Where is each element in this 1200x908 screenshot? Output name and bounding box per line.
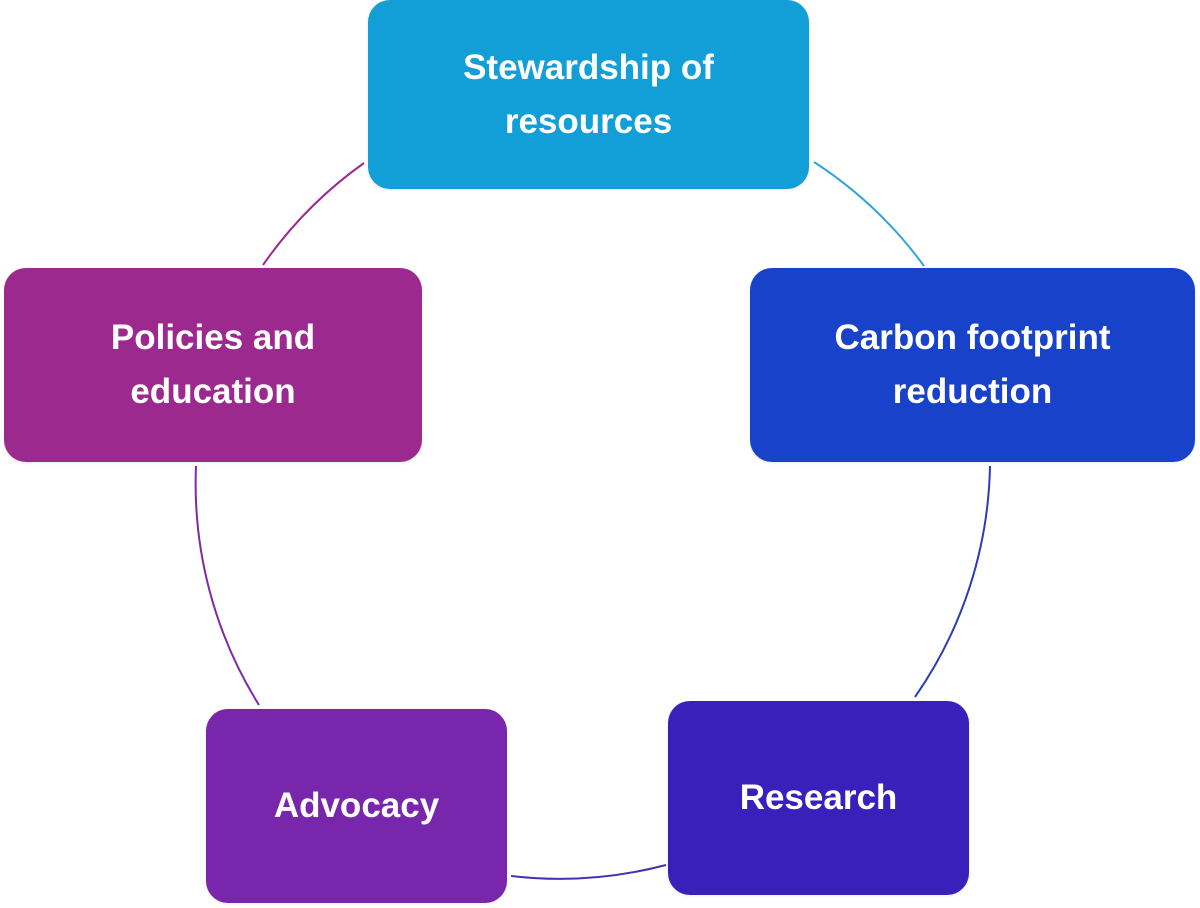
node-policies-and-education: Policies and education [4, 268, 422, 462]
node-carbon-footprint-reduction: Carbon footprint reduction [750, 268, 1195, 462]
node-label-line: Advocacy [273, 786, 440, 825]
node-label: Stewardship of resources [463, 41, 714, 149]
connector-stewardship-carbon [813, 161, 925, 267]
node-label: Advocacy [274, 779, 439, 833]
node-label-line: Carbon footprint [834, 318, 1111, 357]
node-label: Policies and education [111, 311, 315, 419]
node-label: Carbon footprint reduction [834, 311, 1110, 419]
connector-advocacy-policies [194, 465, 260, 706]
node-label-line: Research [739, 778, 898, 817]
node-research: Research [668, 701, 969, 895]
node-label-line: reduction [892, 372, 1053, 411]
node-label-line: Stewardship of [463, 47, 714, 87]
node-advocacy: Advocacy [206, 709, 507, 903]
connector-policies-stewardship [262, 162, 365, 266]
node-label-line: Policies and [110, 318, 316, 357]
connector-research-advocacy [510, 864, 667, 880]
connector-carbon-research [914, 465, 991, 698]
node-label: Research [740, 771, 898, 825]
node-label-line: resources [504, 101, 673, 141]
node-stewardship-of-resources: Stewardship of resources [368, 0, 809, 189]
node-label-line: education [130, 372, 296, 411]
